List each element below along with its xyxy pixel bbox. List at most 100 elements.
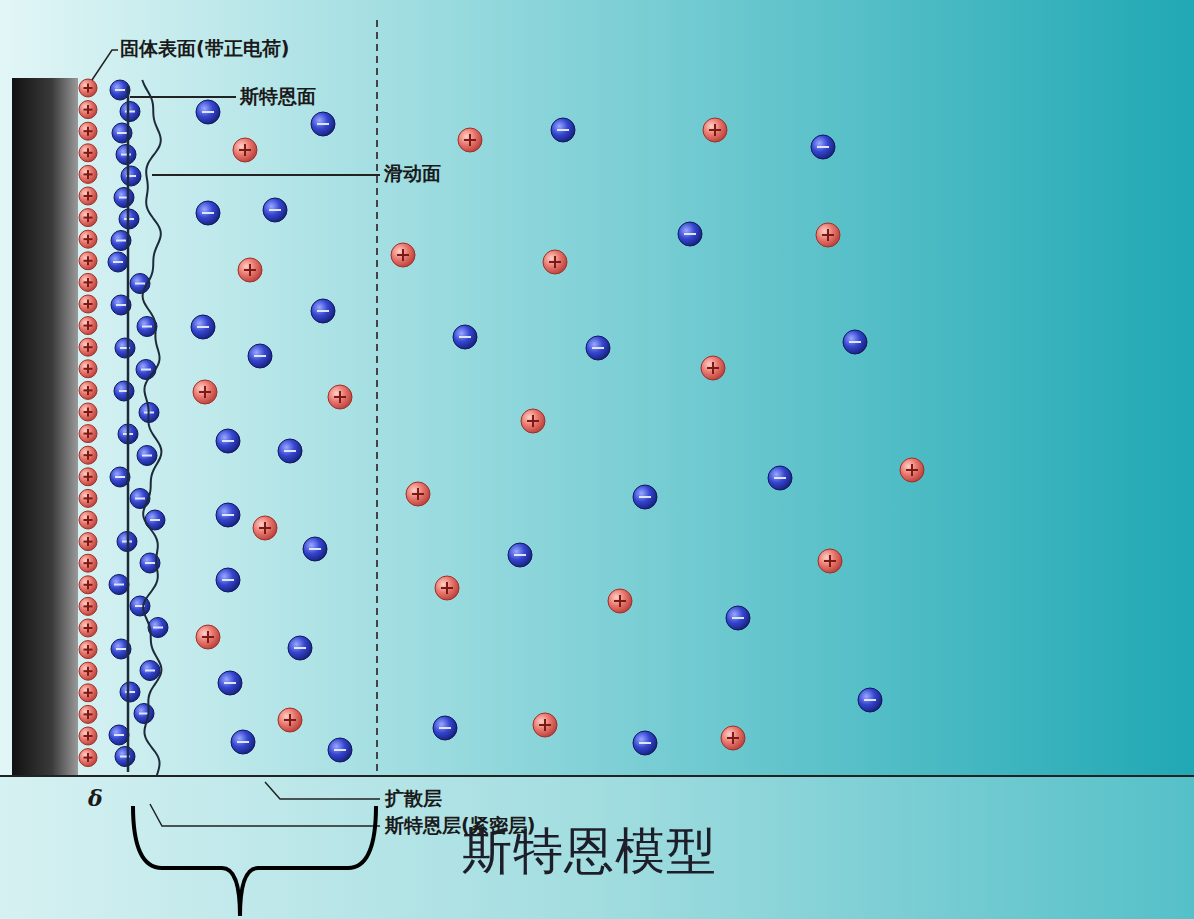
cation [79, 187, 97, 205]
ion-body [701, 356, 725, 380]
charge-sign [116, 304, 126, 306]
cation [79, 425, 97, 443]
charge-sign [202, 212, 214, 214]
ion-body [79, 273, 97, 291]
cation [253, 516, 277, 540]
slip-boundary-dashed [376, 20, 378, 776]
ion-body [79, 209, 97, 227]
charge-sign [116, 240, 126, 242]
charge-sign [237, 741, 249, 743]
ion-body [508, 543, 532, 567]
charge-sign [87, 710, 89, 719]
ion-body [79, 576, 97, 594]
ion-body [79, 252, 97, 270]
ion-body [551, 118, 575, 142]
cation [79, 252, 97, 270]
charge-sign [222, 440, 234, 442]
charge-sign [714, 124, 716, 136]
anion [858, 688, 882, 712]
ion-body [136, 360, 156, 380]
charge-sign [87, 213, 89, 222]
ion-body [843, 330, 867, 354]
cation [79, 403, 97, 421]
cation [79, 468, 97, 486]
charge-sign [150, 519, 160, 521]
anion [114, 188, 134, 208]
cation [818, 549, 842, 573]
ion-body [137, 446, 157, 466]
charge-sign [125, 111, 135, 113]
leader-line [150, 804, 380, 826]
charge-sign [87, 667, 89, 676]
ion-body [79, 425, 97, 443]
ion-body [116, 145, 136, 165]
anion [726, 606, 750, 630]
ion-body [233, 138, 257, 162]
ion-body [811, 135, 835, 159]
charge-sign [87, 364, 89, 373]
charge-sign [254, 355, 266, 357]
charge-sign [817, 146, 829, 148]
charge-sign [87, 753, 89, 762]
part-label: 斯特恩面 [240, 86, 316, 107]
anion [551, 118, 575, 142]
ion-body [134, 704, 154, 724]
ion-body [521, 409, 545, 433]
charge-sign [289, 714, 291, 726]
cation [79, 209, 97, 227]
charge-sign [87, 516, 89, 525]
ion-body [108, 252, 128, 272]
charge-sign [639, 742, 651, 744]
charge-sign [554, 256, 556, 268]
charge-sign [684, 233, 696, 235]
ion-body [900, 458, 924, 482]
cation [79, 705, 97, 723]
cation [79, 641, 97, 659]
stern-plane-line [127, 86, 130, 772]
charge-sign [264, 522, 266, 534]
cation [79, 338, 97, 356]
ion-body [115, 747, 135, 767]
charge-sign [87, 235, 89, 244]
charge-sign [87, 494, 89, 503]
cation [79, 230, 97, 248]
charge-sign [224, 682, 236, 684]
anion [216, 503, 240, 527]
charge-sign [774, 477, 786, 479]
ion-body [196, 201, 220, 225]
anion [311, 299, 335, 323]
charge-sign [619, 595, 621, 607]
ion-body [79, 360, 97, 378]
ion-body [79, 165, 97, 183]
charge-sign [339, 391, 341, 403]
charge-sign [87, 451, 89, 460]
anion [288, 636, 312, 660]
anion [109, 575, 129, 595]
anion [278, 439, 302, 463]
cation [608, 589, 632, 613]
ion-body [115, 338, 135, 358]
anion [216, 568, 240, 592]
anion [115, 338, 135, 358]
cation [79, 619, 97, 637]
leader-line [152, 174, 380, 176]
ion-body [721, 726, 745, 750]
charge-sign [116, 648, 126, 650]
anion [433, 716, 457, 740]
cation [79, 273, 97, 291]
ion-body [703, 118, 727, 142]
charge-sign [115, 476, 125, 478]
ion-body [79, 144, 97, 162]
charge-sign [113, 261, 123, 263]
base-line [0, 775, 1194, 777]
ion-body [586, 336, 610, 360]
ion-body [458, 128, 482, 152]
charge-sign [402, 249, 404, 261]
charge-sign [87, 602, 89, 611]
ion-body [288, 636, 312, 660]
ion-body [193, 380, 217, 404]
cation [238, 258, 262, 282]
ion-body [79, 446, 97, 464]
